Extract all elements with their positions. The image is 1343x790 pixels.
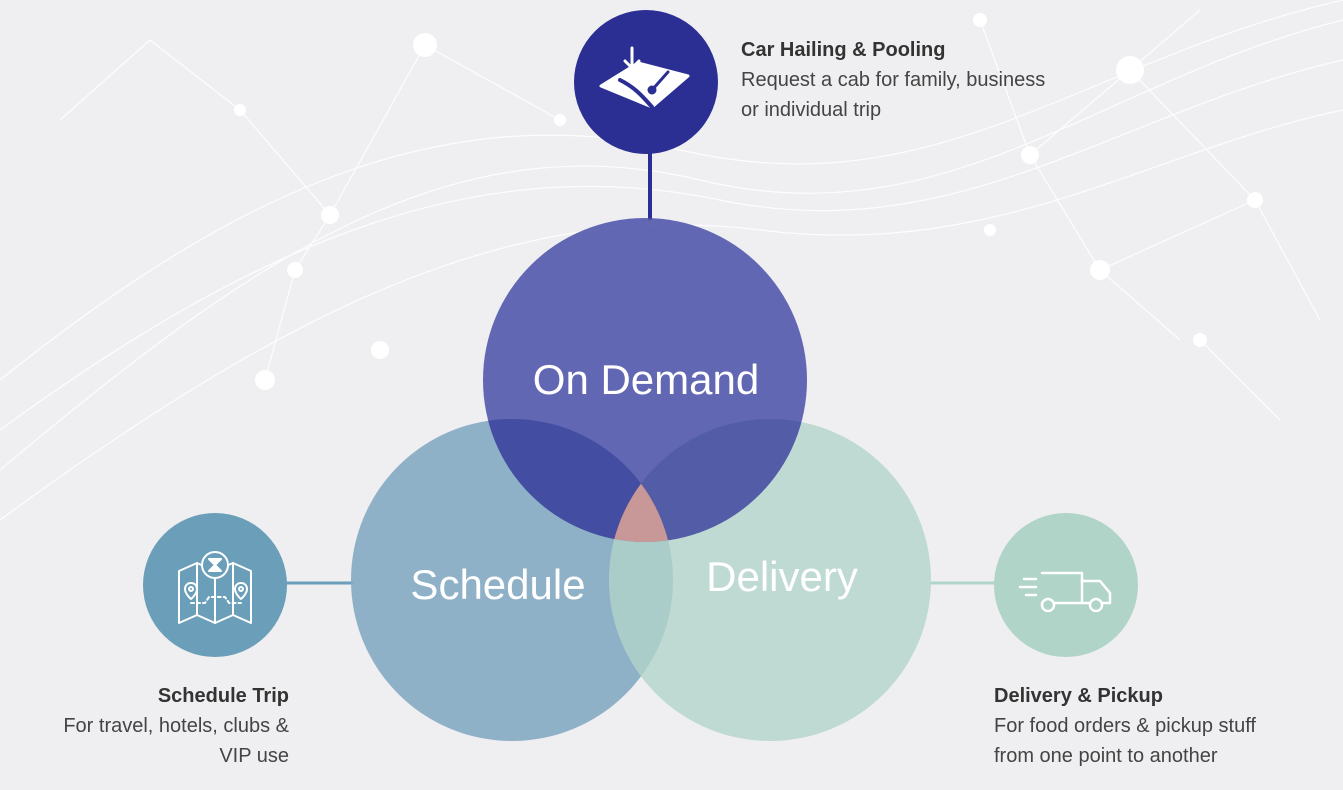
schedule-trip-desc-line1: For travel, hotels, clubs & [63, 715, 289, 737]
car-hailing-desc-line2: or individual trip [741, 99, 882, 121]
map-hourglass-icon [178, 551, 252, 624]
delivery-icon-badge [994, 513, 1138, 657]
truck-icon [1018, 571, 1112, 613]
delivery-label: Delivery [706, 553, 858, 600]
schedule-label: Schedule [410, 561, 586, 608]
car-hailing-icon-badge [574, 10, 718, 154]
map-pin-icon [599, 46, 690, 109]
delivery-pickup-desc-line1: For food orders & pickup stuff [994, 715, 1256, 737]
car-hailing-info: Car Hailing & Pooling Request a cab for … [741, 35, 1045, 125]
delivery-pickup-title: Delivery & Pickup [994, 685, 1163, 707]
schedule-trip-icon-badge [143, 513, 287, 657]
on-demand-label: On Demand [532, 356, 760, 403]
car-hailing-desc-line1: Request a cab for family, business [741, 69, 1046, 91]
schedule-trip-title: Schedule Trip [157, 685, 289, 707]
car-hailing-title: Car Hailing & Pooling [741, 39, 946, 61]
schedule-trip-desc-line2: VIP use [219, 745, 289, 767]
delivery-pickup-info: Delivery & Pickup For food orders & pick… [994, 681, 1256, 771]
delivery-pickup-desc-line2: from one point to another [994, 745, 1218, 767]
schedule-trip-info: Schedule Trip For travel, hotels, clubs … [63, 681, 289, 771]
